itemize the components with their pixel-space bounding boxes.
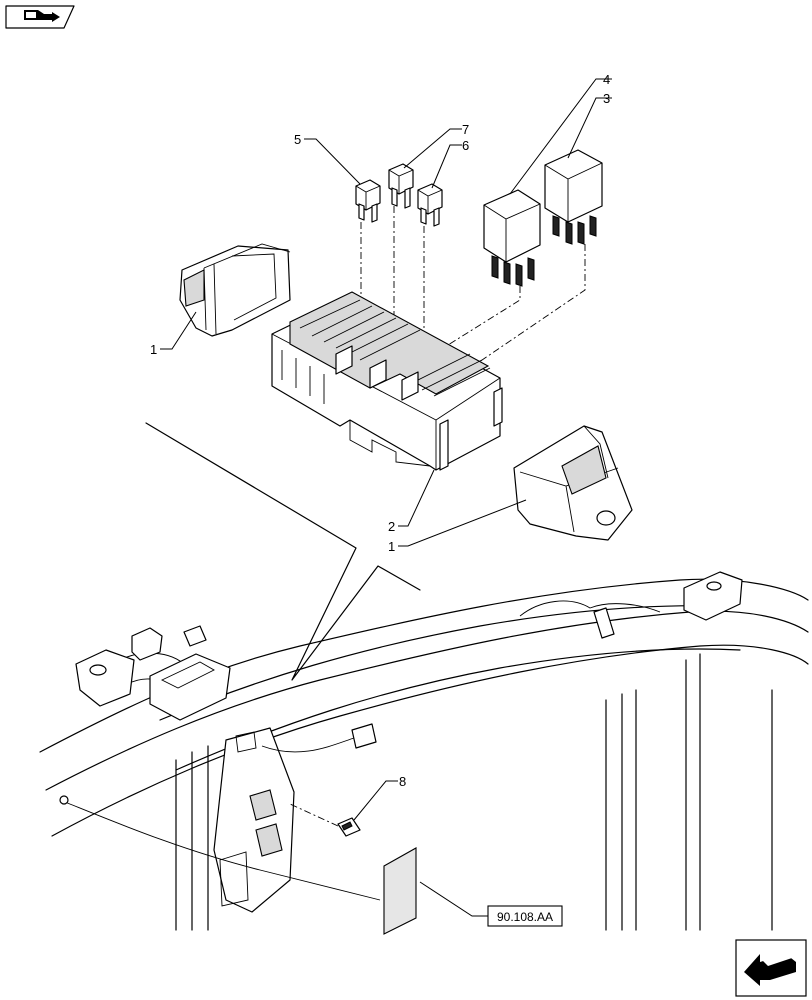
screw-8	[289, 803, 361, 837]
detail-lines	[145, 422, 421, 681]
callout-leaders	[160, 78, 612, 917]
fuse-relay-box	[271, 291, 503, 471]
callout-4: 4	[603, 72, 610, 87]
cover-1-right	[513, 425, 633, 541]
cover-1-left	[179, 243, 291, 337]
callout-1-left: 1	[150, 342, 157, 357]
callout-8: 8	[399, 774, 406, 789]
callout-1-right: 1	[388, 539, 395, 554]
reference-link[interactable]: 90.108.AA	[487, 905, 563, 927]
callout-2: 2	[388, 519, 395, 534]
reference-label: 90.108.AA	[497, 910, 553, 924]
callout-3: 3	[603, 91, 610, 106]
callout-7: 7	[462, 122, 469, 137]
fuse-5	[355, 179, 381, 223]
book-arrow-icon[interactable]	[5, 5, 75, 29]
fuse-7	[388, 163, 414, 209]
fuse-6	[417, 183, 443, 227]
cab-structure	[39, 571, 809, 931]
reference-panel	[383, 847, 417, 935]
relay-4	[483, 189, 541, 287]
callout-5: 5	[294, 132, 301, 147]
next-arrow-icon[interactable]	[735, 939, 807, 997]
callout-6: 6	[462, 138, 469, 153]
relay-3	[544, 149, 603, 245]
